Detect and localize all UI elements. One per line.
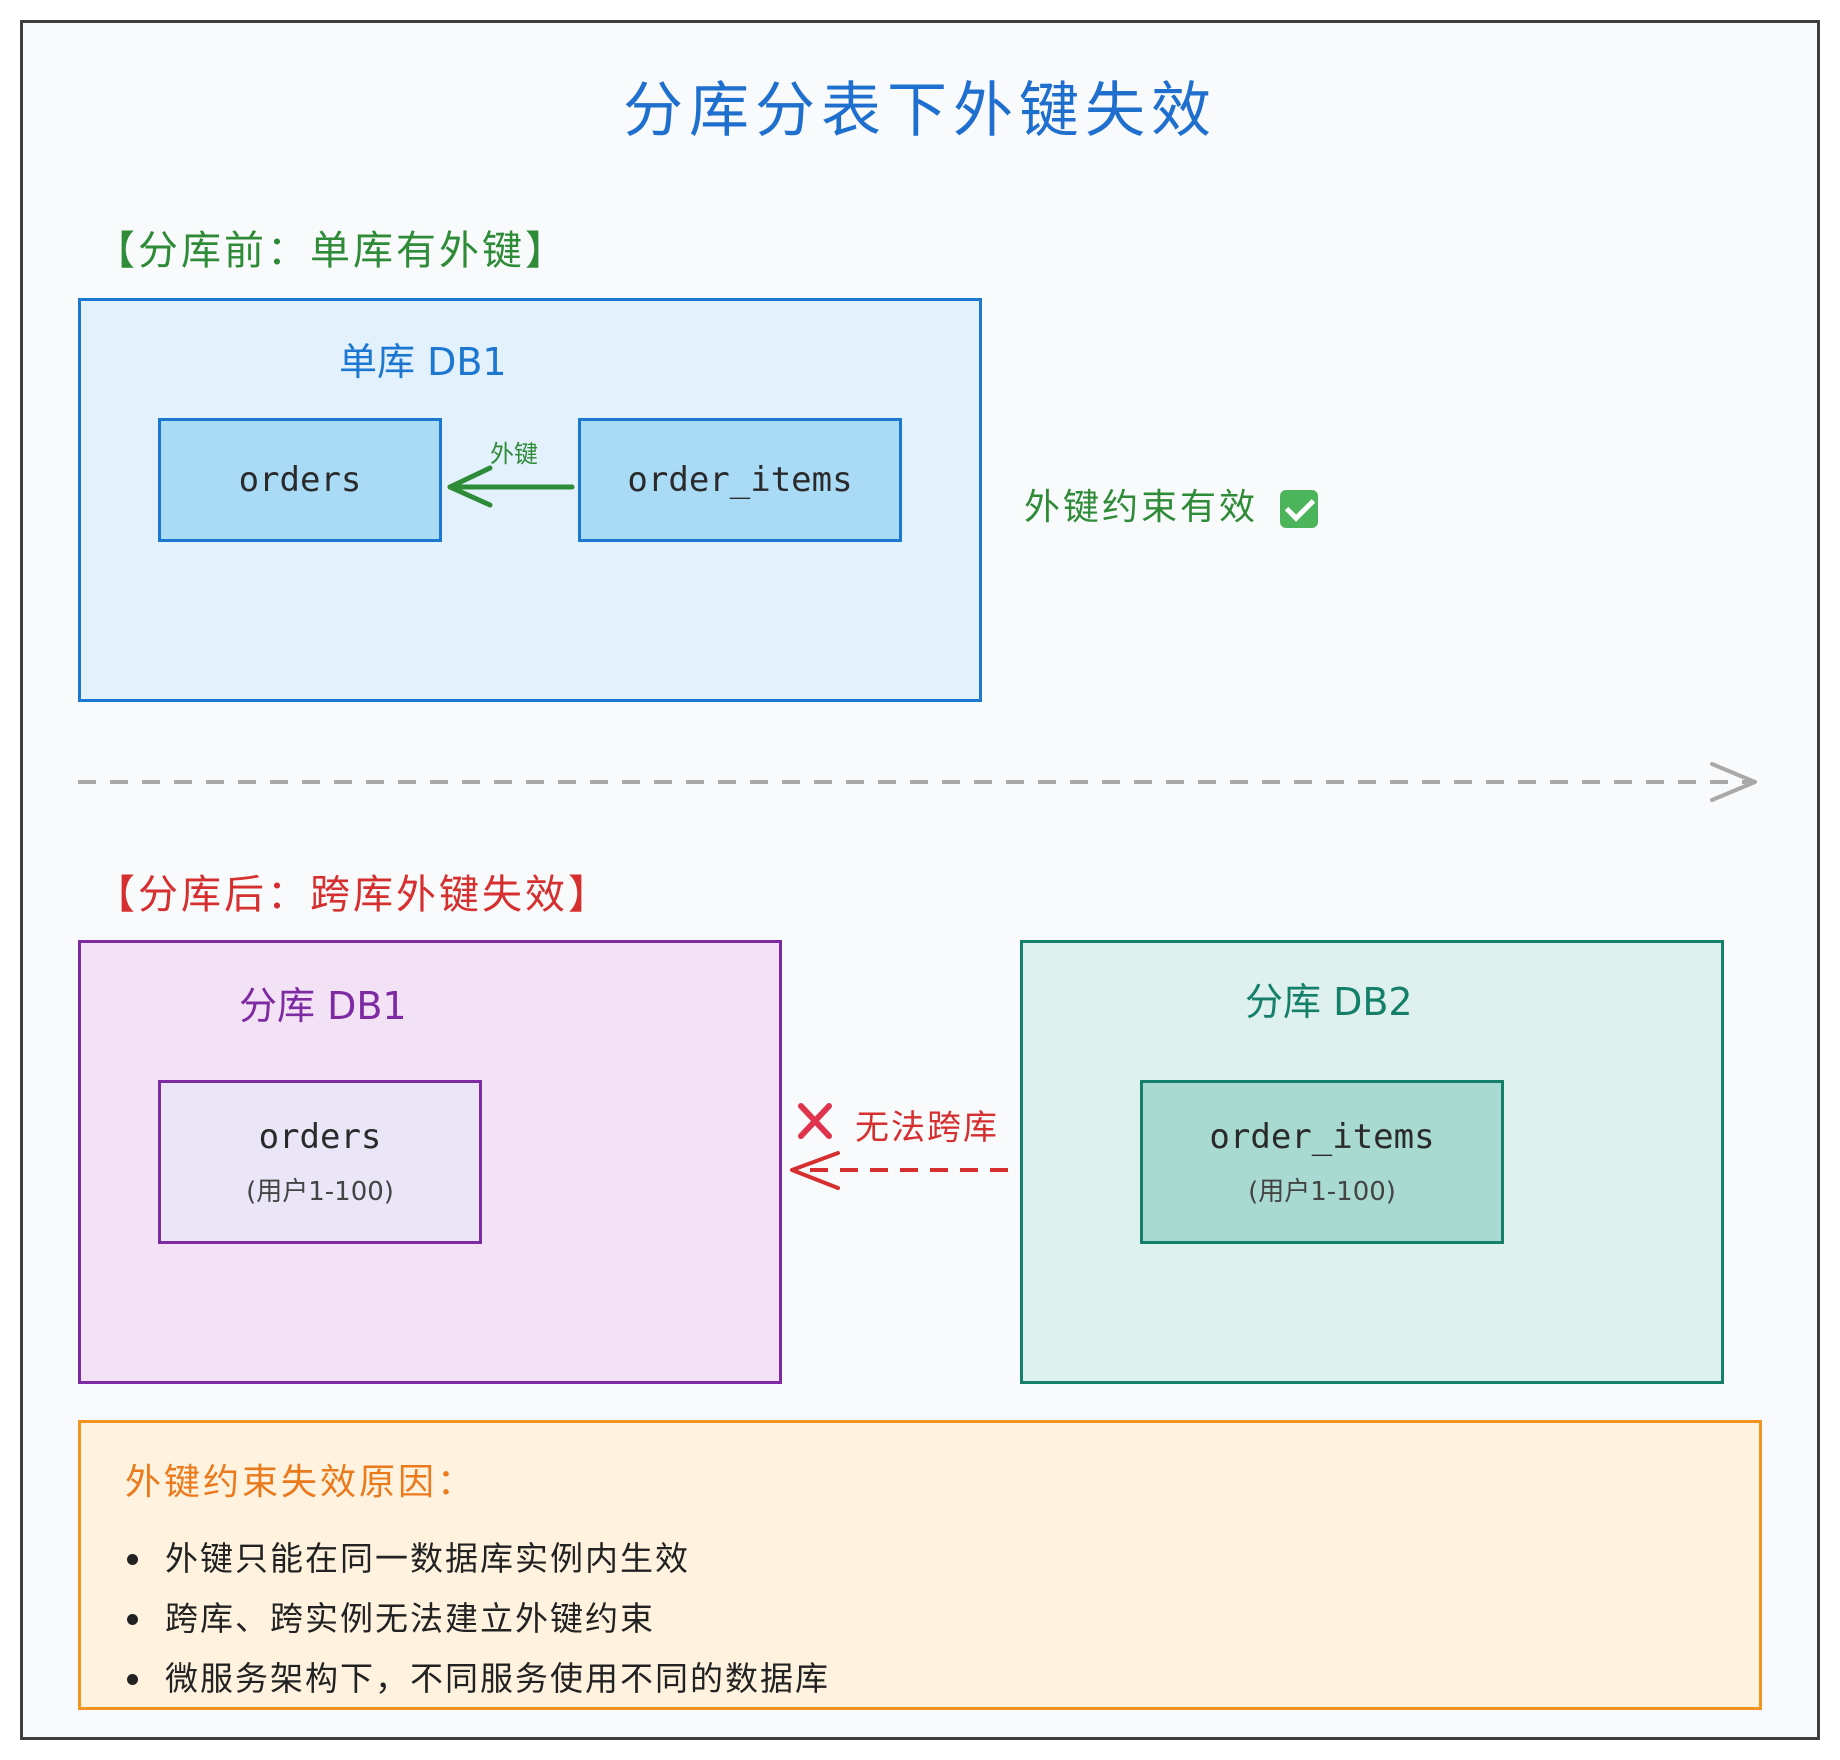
- orders-table-after: orders (用户1-100): [158, 1080, 482, 1244]
- list-item: 外键只能在同一数据库实例内生效: [123, 1529, 830, 1589]
- table-name: orders: [258, 1116, 382, 1157]
- cross-mark-icon: [798, 1103, 832, 1139]
- section-label-before: 【分库前：单库有外键】: [95, 228, 568, 274]
- table-name: orders: [238, 460, 362, 500]
- constraint-valid-text: 外键约束有效: [1024, 487, 1259, 528]
- single-db-label: 单库 DB1: [339, 340, 507, 384]
- table-name: order_items: [627, 460, 853, 500]
- order-items-table-after: order_items (用户1-100): [1140, 1080, 1504, 1244]
- failure-reasons-box: 外键约束失效原因： 外键只能在同一数据库实例内生效 跨库、跨实例无法建立外键约束…: [78, 1420, 1762, 1710]
- order-items-table-before: order_items: [578, 418, 902, 542]
- cross-db-arrow: [790, 1151, 1008, 1190]
- foreign-key-label: 外键: [490, 440, 538, 468]
- table-range: (用户1-100): [246, 1176, 394, 1207]
- table-name: order_items: [1209, 1116, 1435, 1157]
- list-item: 跨库、跨实例无法建立外键约束: [123, 1589, 830, 1649]
- section-label-after: 【分库后：跨库外键失效】: [95, 872, 611, 918]
- cross-db-label: 无法跨库: [855, 1108, 999, 1148]
- foreign-key-arrow: [447, 465, 575, 508]
- orders-table-before: orders: [158, 418, 442, 542]
- divider-dashed-arrow: [78, 762, 1757, 802]
- page-title: 分库分表下外键失效: [623, 76, 1217, 146]
- check-mark-icon: [1280, 490, 1319, 528]
- failure-reasons-title: 外键约束失效原因：: [125, 1462, 477, 1503]
- failure-reasons-list: 外键只能在同一数据库实例内生效 跨库、跨实例无法建立外键约束 微服务架构下，不同…: [123, 1529, 830, 1709]
- constraint-valid-status: 外键约束有效: [1024, 478, 1319, 530]
- shard-db2-label: 分库 DB2: [1245, 980, 1413, 1024]
- list-item: 微服务架构下，不同服务使用不同的数据库: [123, 1649, 830, 1709]
- table-range: (用户1-100): [1248, 1176, 1396, 1207]
- shard-db1-label: 分库 DB1: [239, 984, 407, 1028]
